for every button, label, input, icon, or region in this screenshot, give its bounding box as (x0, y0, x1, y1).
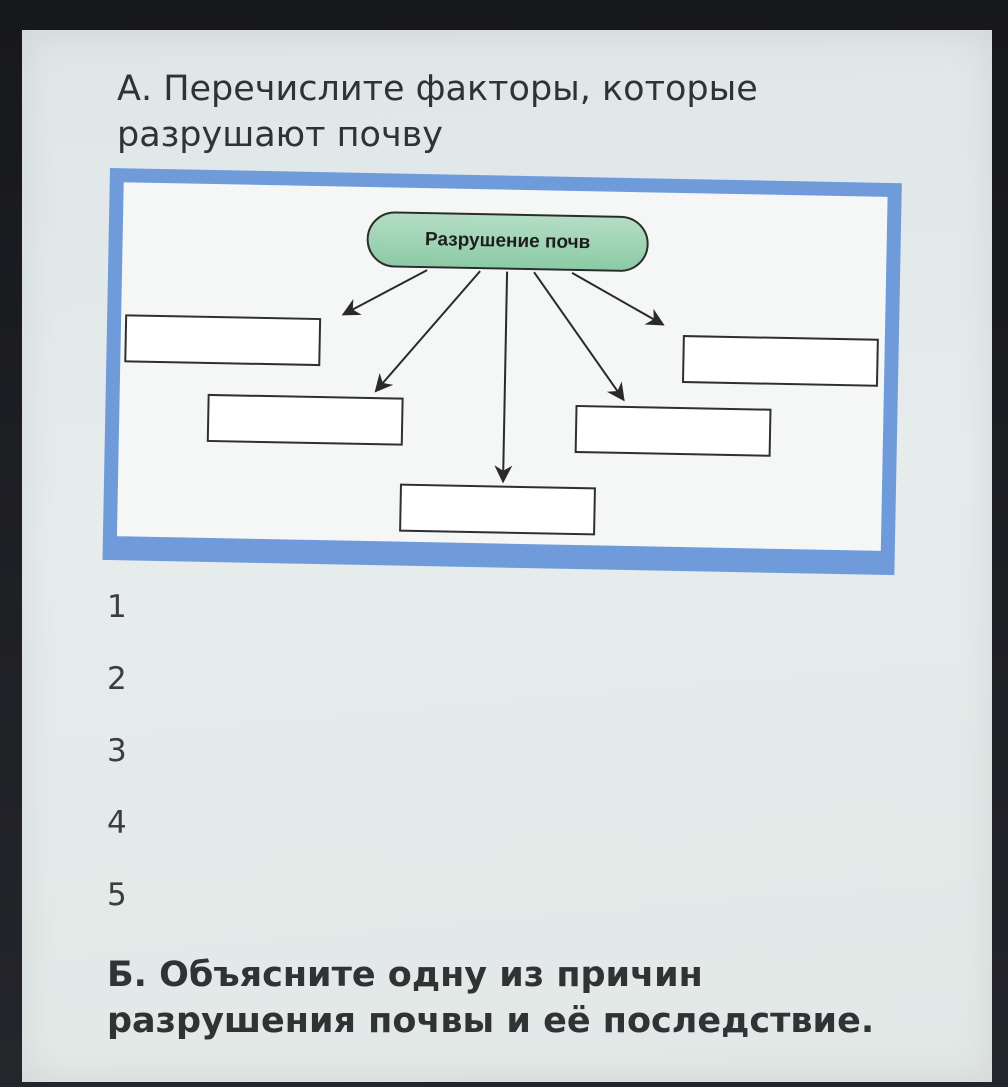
answer-number-list: 1 2 3 4 5 (107, 585, 127, 945)
answer-box-3[interactable] (399, 483, 596, 536)
question-a: А. Перечислите факторы, которые разрушаю… (117, 66, 877, 158)
arrow-to-box-4 (533, 271, 625, 402)
answer-number-5: 5 (107, 877, 127, 913)
answer-box-4[interactable] (574, 404, 772, 457)
arrow-to-box-1 (341, 269, 428, 316)
answer-box-5[interactable] (681, 335, 879, 387)
soil-destruction-diagram: Разрушение почв (102, 168, 902, 576)
question-a-line-1: А. Перечислите факторы, которые (117, 69, 758, 109)
diagram-canvas: Разрушение почв (116, 182, 888, 551)
question-b-line-2: разрушения почвы и её последствие. (107, 1001, 875, 1041)
arrow-to-box-3 (494, 271, 513, 484)
question-b-line-1: Б. Объясните одну из причин (107, 955, 703, 995)
answer-number-4: 4 (107, 805, 127, 841)
answer-number-1: 1 (107, 589, 127, 625)
answer-number-3: 3 (107, 733, 127, 769)
answer-box-2[interactable] (206, 393, 404, 446)
diagram-arrows (341, 269, 665, 484)
arrow-to-box-5 (571, 272, 665, 326)
answer-box-1[interactable] (124, 314, 322, 367)
center-node-soil-destruction: Разрушение почв (366, 210, 650, 273)
question-a-line-2: разрушают почву (117, 115, 443, 155)
arrow-to-box-2 (374, 270, 481, 393)
screen: А. Перечислите факторы, которые разрушаю… (22, 30, 992, 1082)
answer-number-2: 2 (107, 661, 127, 697)
question-b: Б. Объясните одну из причин разрушения п… (107, 952, 907, 1044)
